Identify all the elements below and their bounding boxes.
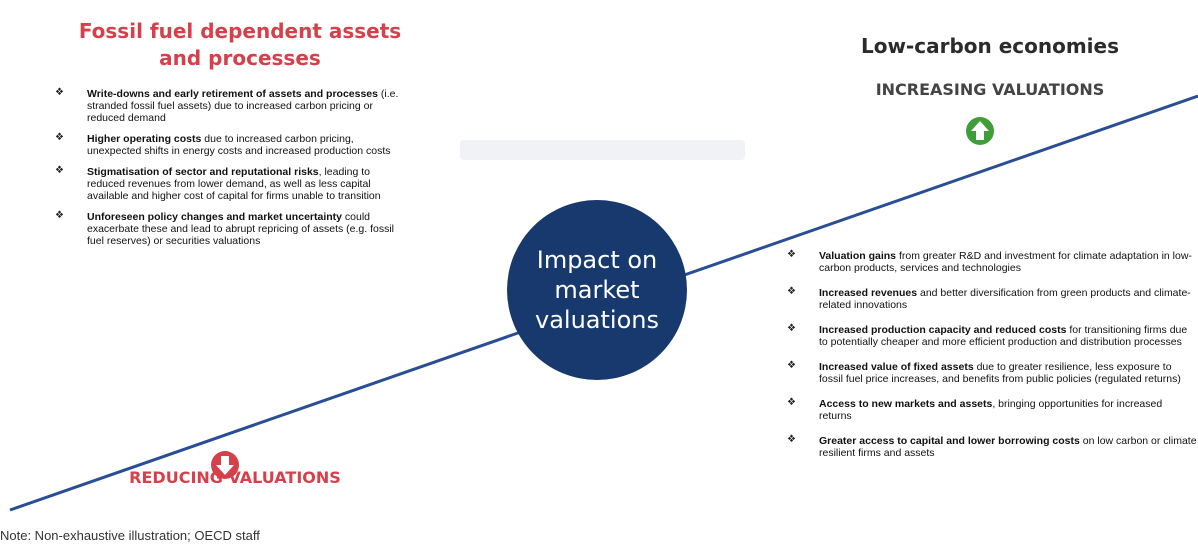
list-item: ❖Unforeseen policy changes and market un…: [55, 210, 395, 247]
diamond-bullet-icon: ❖: [55, 210, 64, 221]
list-item: ❖Greater access to capital and lower bor…: [787, 434, 1197, 459]
left-title-line2: and processes: [159, 46, 321, 70]
list-item: ❖Stigmatisation of sector and reputation…: [55, 165, 381, 202]
diamond-bullet-icon: ❖: [55, 165, 64, 176]
list-item: ❖Increased production capacity and reduc…: [787, 323, 1188, 348]
list-item: ❖Higher operating costs due to increased…: [55, 132, 391, 157]
list-item: ❖Valuation gains from greater R&D and in…: [787, 249, 1192, 274]
left-title-line1: Fossil fuel dependent assets: [78, 19, 402, 43]
list-item: ❖Increased revenues and better diversifi…: [787, 286, 1191, 311]
diamond-bullet-icon: ❖: [787, 360, 796, 371]
list-item: ❖Access to new markets and assets, bring…: [787, 397, 1163, 422]
diamond-bullet-icon: ❖: [787, 434, 796, 445]
right-bullet-list: ❖Valuation gains from greater R&D and in…: [787, 249, 1197, 472]
diamond-bullet-icon: ❖: [787, 397, 796, 408]
center-impact-circle: Impact on market valuations: [507, 200, 687, 380]
down-arrow-icon: [211, 451, 239, 479]
diamond-bullet-icon: ❖: [787, 323, 796, 334]
up-arrow-icon: [966, 117, 994, 145]
right-title: Low-carbon economies: [860, 34, 1120, 58]
diamond-bullet-icon: ❖: [55, 132, 64, 143]
left-bullet-list: ❖Write-downs and early retirement of ass…: [55, 87, 400, 256]
list-item: ❖Write-downs and early retirement of ass…: [55, 87, 399, 124]
faded-text-placeholder: [460, 140, 745, 160]
reducing-valuations-label: REDUCING VALUATIONS: [129, 468, 341, 487]
increasing-valuations-label: INCREASING VALUATIONS: [875, 80, 1105, 99]
list-item: ❖Increased value of fixed assets due to …: [787, 360, 1181, 385]
diamond-bullet-icon: ❖: [787, 249, 796, 260]
center-text-line1: Impact on: [536, 246, 658, 274]
diamond-bullet-icon: ❖: [55, 87, 64, 98]
center-text-line2: market: [554, 276, 640, 304]
center-text-line3: valuations: [535, 306, 659, 334]
diamond-bullet-icon: ❖: [787, 286, 796, 297]
left-title: Fossil fuel dependent assets and process…: [20, 18, 460, 72]
note-text: Note: Non-exhaustive illustration; OECD …: [0, 528, 260, 543]
